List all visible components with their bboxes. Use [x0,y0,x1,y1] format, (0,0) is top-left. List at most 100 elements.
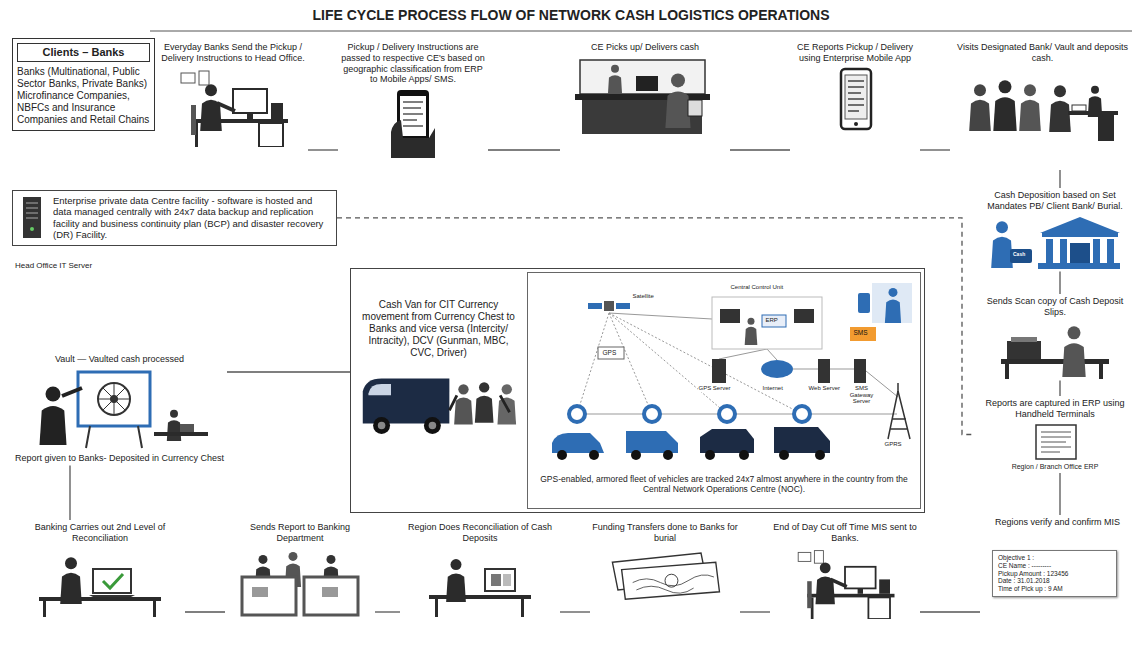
node-text: Sends Scan copy of Cash Deposit Slips. [977,296,1133,318]
connector [920,149,950,150]
label: SMS Gateway Server [844,385,880,405]
illustration [359,362,519,440]
step-box: CE Picks up/ Delivers cash [560,40,730,170]
node-text: CE Reports Pickup / Delivery using Enter… [792,42,918,64]
step-box: Cash Deposition based on Set Mandates PB… [975,188,1135,272]
label: GPS [602,349,618,356]
illustration [240,547,360,617]
icon-desk [173,67,293,147]
node-text: Cash Van for CIT Currency movement from … [357,299,520,359]
connector [730,149,790,150]
step-box: Visits Designated Bank/ Vault and deposi… [950,40,1135,170]
node-text: CE Picks up/ Delivers cash [562,42,728,53]
illustration [17,195,47,240]
node-text: Enterprise private data Centre facility … [53,195,332,241]
illustration [30,368,210,453]
step-box: Reports are captured in ERP using Handhe… [975,396,1135,473]
icon-counter [570,56,720,136]
node-text: Banking Carries out 2nd Level of Reconci… [17,522,183,544]
connector [69,466,70,520]
label: Cash [1012,252,1026,258]
node-text: Everyday Banks Send the Pickup / Deliver… [160,42,306,64]
connector [488,149,560,150]
icon-desk [790,547,900,619]
illustration [605,547,725,607]
node-text: Region Does Reconciliation of Cash Depos… [402,522,558,544]
illustration [383,88,443,158]
datacentre-box: Enterprise private data Centre facility … [12,190,337,246]
illustration [990,215,1120,270]
node-text: Time of Pick up : 9 AM [998,585,1111,593]
node-text: End of Day Cut off Time MIS sent to Bank… [772,522,918,544]
connector [740,611,770,612]
node-text: Pickup / Delivery Instructions are passe… [340,42,486,85]
connector [920,611,980,612]
node-text: Regions verify and confirm MIS [982,517,1133,528]
illustration [790,547,900,619]
icon-term [1020,423,1090,463]
node-text: Objective 1 : [998,554,1111,562]
icon-group [968,67,1118,142]
icon-vault [30,368,210,453]
step-box: Vault — Vaulted cash processedReport giv… [12,352,227,466]
label: Satellite [632,293,655,300]
step-box: Region Does Reconciliation of Cash Depos… [400,520,560,635]
icon-net: SatelliteGPSCentral Control UnitERPGPS S… [532,279,917,474]
node-text: Date : 31.01.2018 [998,577,1111,585]
node-text: Vault — Vaulted cash processed [14,354,225,365]
connector [308,149,338,150]
step-box: Banking Carries out 2nd Level of Reconci… [15,520,185,635]
step-box: End of Day Cut off Time MIS sent to Bank… [770,520,920,635]
icon-server [17,195,47,240]
connector [1059,170,1060,188]
step-box: Sends Scan copy of Cash Deposit Slips. [975,294,1135,381]
icon-meet [240,547,360,617]
label: ERP [765,317,779,324]
node-text: Region / Branch Office ERP [977,463,1133,471]
node-text: Funding Transfers done to Banks for buri… [592,522,738,544]
illustration [532,279,917,474]
icon-tablet [425,547,535,617]
step-box: Funding Transfers done to Banks for buri… [590,520,740,635]
label: SMS [853,329,869,336]
illustration [425,547,535,617]
illustration [570,56,720,136]
icon-money [605,547,725,607]
mis-card: Objective 1 :CE Name : ---------Pickup A… [992,550,1117,597]
node-text: Cash Deposition based on Set Mandates PB… [977,190,1133,212]
icon-phone [383,88,443,158]
step-box: Pickup / Delivery Instructions are passe… [338,40,488,170]
node-text: CE Name : --------- [998,562,1111,570]
connector [560,611,590,612]
node-text: Pickup Amount : 123456 [998,570,1111,578]
node-text: GPS-enabled, armored fleet of vehicles a… [531,474,917,494]
connector [375,611,400,612]
illustration [833,67,878,132]
node-text: Sends Report to Banking Department [227,522,373,544]
icon-scan [995,321,1115,379]
label: Internet [762,385,784,392]
step-box: Sends Report to Banking Department [225,520,375,635]
connector [1059,473,1060,515]
step-box: Everyday Banks Send the Pickup / Deliver… [158,40,308,170]
node-text: Report given to Banks- Deposited in Curr… [14,453,225,464]
connector [1059,381,1060,396]
diagram-title: LIFE CYCLE PROCESS FLOW OF NETWORK CASH … [0,7,1142,24]
connector [227,371,350,372]
label: GPS Server [698,385,732,392]
node-text: Banks (Multinational, Public Sector Bank… [17,66,150,126]
label: GPRS [884,441,903,448]
icon-bank: Cash [990,215,1120,270]
node-text: Visits Designated Bank/ Vault and deposi… [952,42,1133,64]
title-rule [150,31,1132,32]
connector [1059,272,1060,294]
label: Head Office IT Server [14,262,93,271]
illustration [995,321,1115,379]
gps-panel: SatelliteGPSCentral Control UnitERPGPS S… [527,272,921,509]
illustration [173,67,293,147]
cit-panel: Cash Van for CIT Currency movement from … [350,268,925,513]
illustration [35,547,165,617]
node-text: Clients – Banks [17,43,150,62]
icon-mobile [833,67,878,132]
